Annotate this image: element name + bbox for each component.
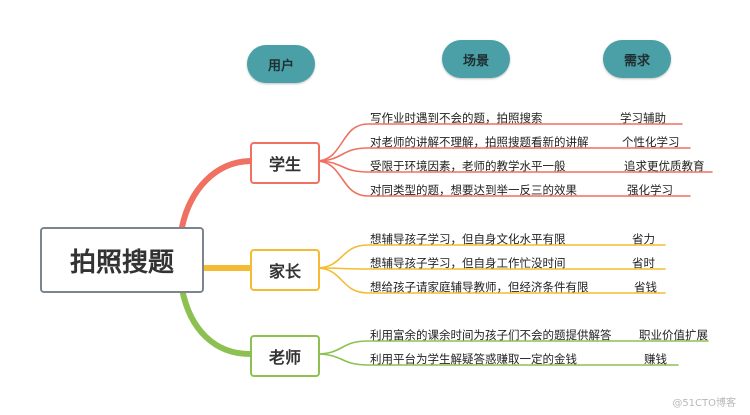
scene-text: 想辅导孩子学习，但自身工作忙没时间 [370, 256, 566, 270]
leaf-line [315, 267, 666, 294]
leaf-line [315, 353, 679, 366]
leaf-line [315, 340, 709, 355]
leaf-line [315, 244, 666, 269]
need-text: 追求更优质教育 [624, 159, 705, 173]
leaf-line [315, 160, 713, 173]
need-text: 省钱 [634, 280, 657, 294]
scene-text: 对同类型的题，想要达到举一反三的效果 [370, 183, 577, 197]
leaf-line [315, 147, 691, 162]
need-text: 强化学习 [627, 183, 673, 197]
leaf-line [315, 160, 691, 197]
branch-line-student [179, 158, 253, 230]
root-topic: 拍照搜题 [40, 227, 204, 293]
scene-text: 利用平台为学生解疑答惑赚取一定的金钱 [370, 352, 577, 366]
scene-text: 想给孩子请家庭辅导教师，但经济条件有限 [370, 280, 589, 294]
need-text: 职业价值扩展 [639, 328, 708, 342]
category-teacher: 老师 [250, 335, 320, 377]
header-need: 需求 [603, 40, 671, 78]
scene-text: 想辅导孩子学习，但自身文化水平有限 [370, 232, 566, 246]
leaf-line [315, 123, 683, 162]
need-text: 省力 [632, 232, 655, 246]
need-text: 赚钱 [644, 352, 667, 366]
need-text: 省时 [632, 256, 655, 270]
need-text: 学习辅助 [620, 111, 666, 125]
branch-line-teacher [179, 286, 253, 357]
scene-text: 写作业时遇到不会的题，拍照搜索 [370, 111, 543, 125]
scene-text: 对老师的讲解不理解，拍照搜题看新的讲解 [370, 135, 589, 149]
header-scene: 场景 [442, 40, 510, 78]
category-parent: 家长 [250, 249, 320, 291]
need-text: 个性化学习 [622, 135, 680, 149]
watermark: @51CTO博客 [672, 398, 736, 409]
category-student: 学生 [250, 142, 320, 184]
header-user: 用户 [247, 45, 315, 83]
scene-text: 受限于环境因素，老师的教学水平一般 [370, 159, 566, 173]
scene-text: 利用富余的课余时间为孩子们不会的题提供解答 [370, 328, 612, 342]
